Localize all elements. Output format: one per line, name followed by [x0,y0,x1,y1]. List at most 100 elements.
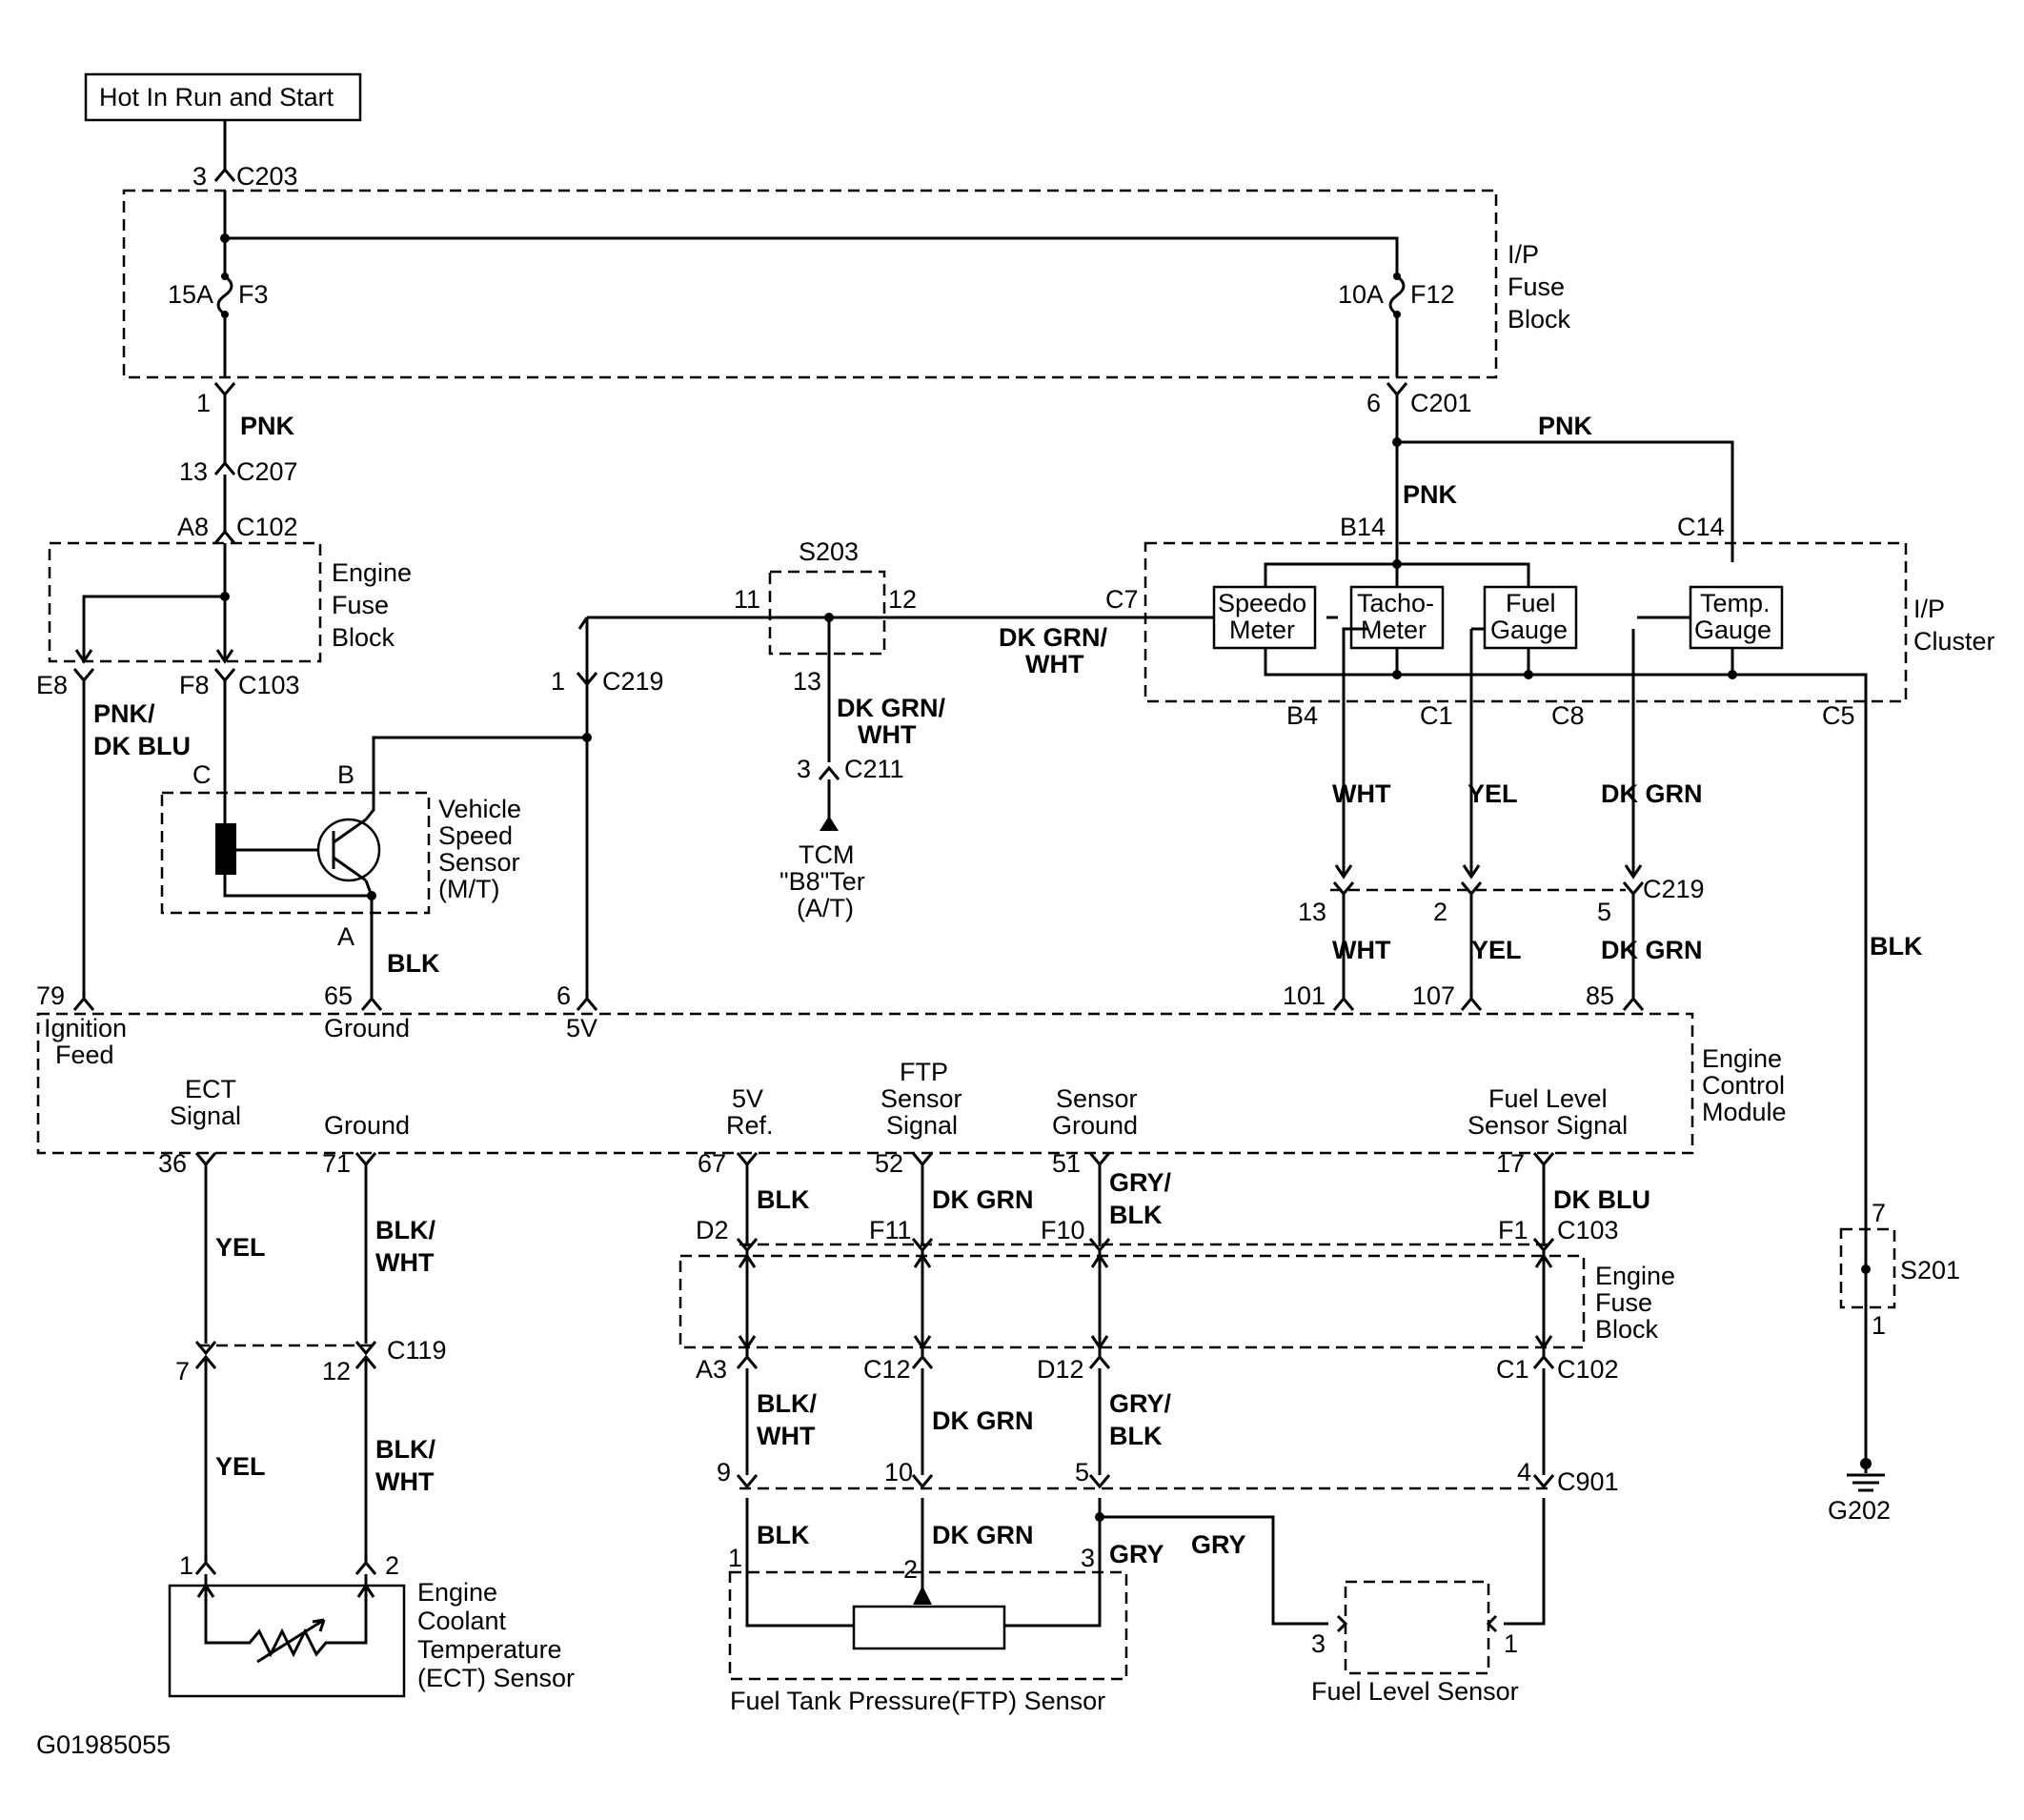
fuel-level-sensor-box [1344,1580,1490,1675]
pin-65: 65 [324,981,353,1010]
splice-dot [1392,670,1402,679]
speedo-label-2: Meter [1229,616,1295,644]
vss-label-1: Vehicle [438,795,521,823]
pin-f11: F11 [869,1216,912,1244]
pin-c8: C8 [1551,701,1585,730]
wire-gry-2: GRY [1191,1530,1246,1559]
power-source-box [84,72,362,122]
arrow-e8 [74,649,93,664]
ip-fuse-block-label-1: I/P [1508,240,1539,269]
speedo-meter [1212,585,1317,650]
splice-dot [582,733,592,742]
pin-5-c219: 5 [1597,898,1611,926]
ip-fuse-block-label-3: Block [1508,305,1571,334]
fuel-level-sensor-label: Fuel Level Sensor [1311,1677,1519,1706]
temp-gauge-label-1: Temp. [1700,589,1771,617]
tcm-label-2: "B8"Ter [779,867,865,896]
ect-pins [194,1560,377,1575]
splice-dot [367,891,376,900]
splice-dot [220,592,230,601]
vss-wire-internal [223,848,370,898]
ecm-ftp-signal-3: Signal [886,1111,958,1140]
fuel-gauge-label-1: Fuel [1506,589,1556,617]
wire-efb-internal [82,543,227,661]
ecm-label-2: Control [1702,1071,1785,1100]
pin-7-s201: 7 [1872,1199,1886,1227]
fuse-f12-end [1393,273,1401,280]
wire-lower-upper [745,1164,1546,1246]
connector-c201-label: C201 [1410,389,1472,417]
wire-dkgrnwht-vert-1: DK GRN/ [837,694,945,722]
diagram-id: G01985055 [36,1730,171,1759]
connector-c103-top-label: C103 [238,671,300,699]
connector-c119-pins [194,1341,377,1369]
ecm-ground-bottom: Ground [324,1111,410,1140]
fuse-f3 [216,274,233,316]
splice-dot [824,613,834,622]
pin-13-c207: 13 [179,457,208,486]
connector-pin1 [213,382,236,397]
tacho-label-1: Tacho- [1357,589,1434,617]
pin-36: 36 [158,1149,187,1178]
splice-dot [1728,670,1737,679]
wire-yel-2-label: YEL [1471,936,1522,964]
pin-c1: C1 [1420,701,1453,730]
splice-dot [1095,1512,1104,1522]
wire-yel-ect-1: YEL [215,1233,266,1262]
efb-bottom-wires [745,1250,1546,1357]
pin-c14: C14 [1677,513,1725,541]
fuse-f12 [1388,274,1406,316]
connector-c119-label: C119 [387,1336,447,1365]
ground-symbol [1847,1473,1885,1492]
pin-10: 10 [884,1458,913,1486]
wire-grybk-2b: BLK [1109,1422,1163,1450]
pin-2-ect: 2 [385,1551,399,1580]
pin-a: A [337,922,354,951]
fuel-level-sensor-pins [1336,1614,1498,1633]
ect-arrows [196,1583,375,1598]
power-source-label: Hot In Run and Start [99,83,334,111]
connector-c201 [1386,382,1408,397]
wire-c219-ecm [1342,894,1635,1001]
pin-3-c203: 3 [192,162,207,191]
tacho-meter [1349,585,1445,650]
ecm-sensor-ground-2: Ground [1052,1111,1138,1140]
vss-coil [215,823,236,875]
wire-ect [204,1164,368,1563]
ecm-top-pins [72,996,1645,1011]
wire-grybk-2a: GRY/ [1109,1389,1172,1418]
pin-b4: B4 [1286,701,1318,730]
ip-fuse-block-label-2: Fuse [1508,273,1565,301]
connector-c102-bottom-pins [736,1354,1555,1369]
ftp-sensor-arrow [913,1586,932,1605]
wire-blkwht-b2: WHT [757,1422,816,1450]
fuel-gauge-label-2: Gauge [1490,616,1568,644]
ecm-label-3: Module [1702,1098,1787,1126]
pin-1-label: 1 [196,389,211,417]
pin-d12: D12 [1037,1355,1084,1384]
pin-13-c219: 13 [1298,898,1326,926]
pin-3-fls: 3 [1311,1629,1326,1658]
vss-label-2: Speed [438,821,513,850]
ect-thermistor [204,1574,368,1664]
temp-gauge-label-2: Gauge [1694,616,1771,644]
tacho-label-2: Meter [1361,616,1427,644]
wire-wht-2-label: WHT [1332,936,1391,964]
wire-dkgrn-1-label: DK GRN [1601,779,1703,808]
connector-c211 [818,765,840,780]
pin-51: 51 [1052,1149,1081,1178]
arrow-dkgrn [1624,864,1643,880]
splice-dot [1392,559,1402,569]
s203-label: S203 [799,537,859,566]
pin-2-c219: 2 [1433,898,1447,926]
fuse-f12-label: F12 [1410,280,1455,309]
connector-c219-left-label: C219 [602,667,664,696]
vss-transistor [316,818,381,882]
ect-label-2: Coolant [417,1607,507,1635]
arrow-c219-left [577,617,589,630]
wire-dkgrn-c: DK GRN [932,1521,1034,1549]
pin-6-c201: 6 [1366,389,1381,417]
ecm-5v: 5V [566,1014,597,1042]
pin-6: 6 [557,981,571,1010]
